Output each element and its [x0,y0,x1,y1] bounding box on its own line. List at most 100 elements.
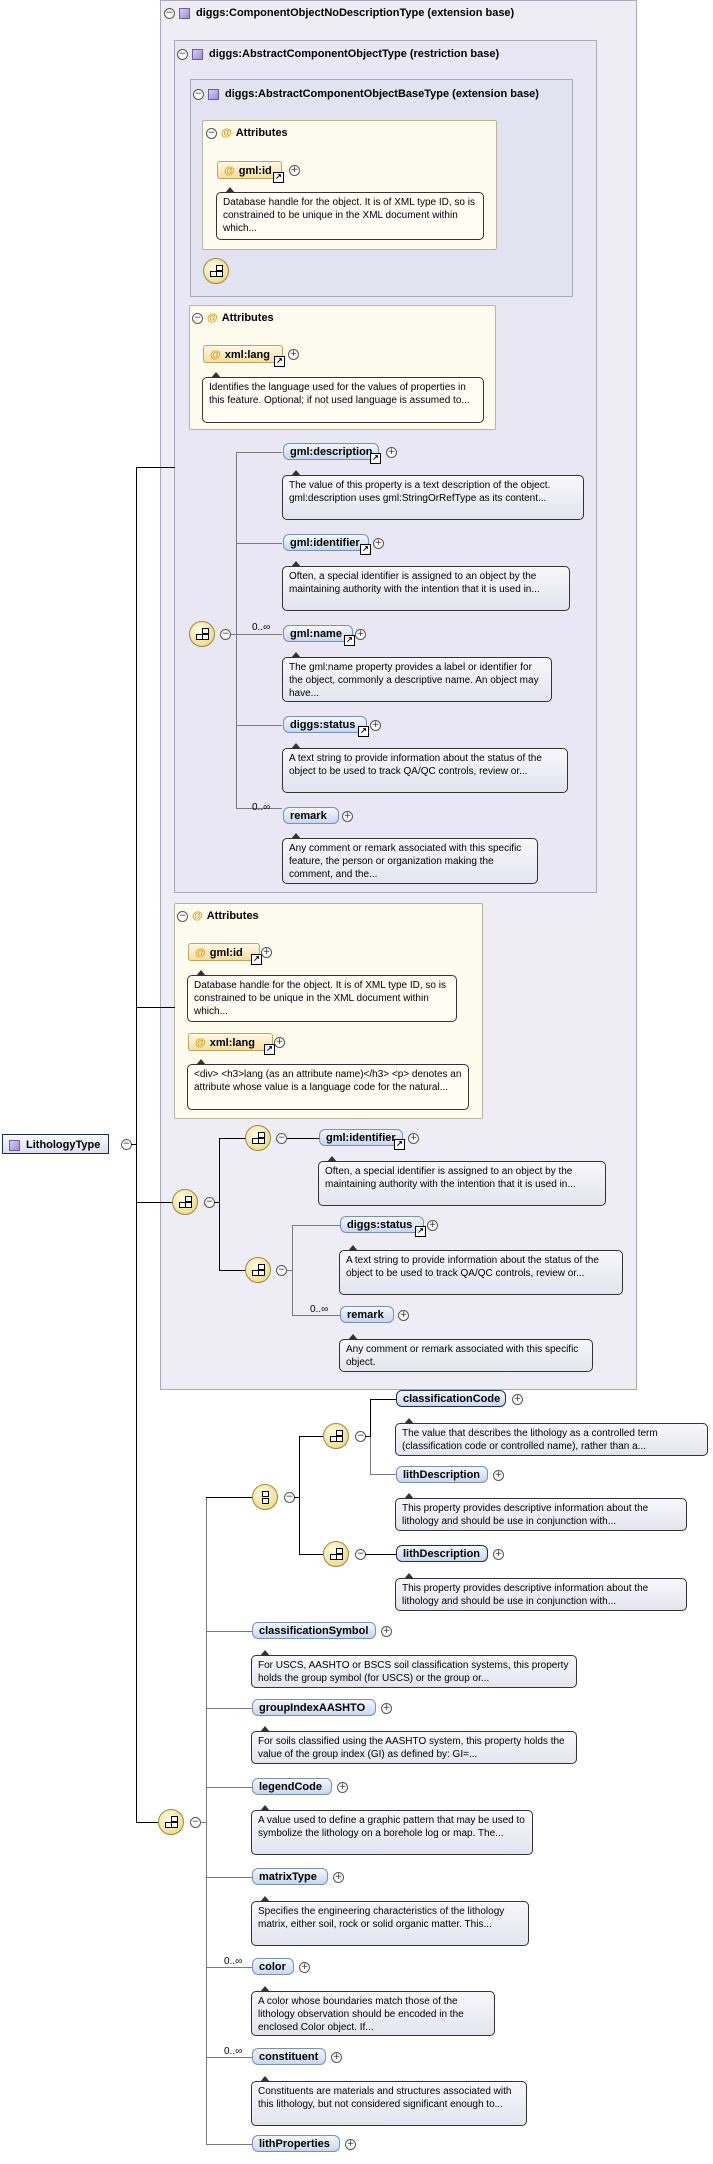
sequence-compositor-c2[interactable] [323,1541,349,1567]
sequence-icon [330,1548,343,1560]
element-doc: For USCS, AASHTO or BSCS soil classifica… [251,1650,577,1688]
expand-icon[interactable]: + [370,720,381,731]
element-remark[interactable]: remark [283,807,339,824]
element-group-index-aashto[interactable]: groupIndexAASHTO [252,1699,376,1716]
attributes-header-2[interactable]: −@Attributes [192,312,274,324]
collapse-icon[interactable]: − [276,1265,287,1276]
base-type-header-1[interactable]: −diggs:ComponentObjectNoDescriptionType … [164,7,515,19]
expand-icon[interactable]: + [493,1549,504,1560]
cardinality-label: 0..∞ [252,622,271,633]
expand-icon[interactable]: + [333,1872,344,1883]
element-classification-code[interactable]: classificationCode [396,1390,506,1407]
expand-icon[interactable]: + [408,1133,419,1144]
expand-icon[interactable]: + [381,1703,392,1714]
collapse-icon[interactable]: − [177,48,188,60]
collapse-icon[interactable]: − [192,312,203,324]
attribute-gml-id[interactable]: @gml:id ↗ [217,161,284,183]
link-icon: ↗ [358,726,369,737]
complex-type-icon [192,48,203,60]
link-icon: ↗ [344,635,355,646]
expand-icon[interactable]: + [261,947,272,958]
sequence-compositor-c[interactable] [158,1809,184,1835]
expand-icon[interactable]: + [427,1220,438,1231]
element-doc: The value that describes the lithology a… [395,1418,708,1456]
sequence-compositor-b2[interactable] [245,1257,271,1283]
base-type-header-2[interactable]: −diggs:AbstractComponentObjectType (rest… [177,48,500,60]
element-remark[interactable]: remark [340,1306,394,1323]
sequence-compositor-b1[interactable] [245,1125,271,1151]
element-doc: Often, a special identifier is assigned … [282,561,570,611]
element-constituent[interactable]: constituent [252,2048,326,2065]
element-lith-description[interactable]: lithDescription [396,1545,488,1562]
element-doc: The gml:name property provides a label o… [282,652,552,702]
sequence-icon [165,1816,178,1828]
element-lith-description[interactable]: lithDescription [396,1466,488,1483]
link-icon: ↗ [394,1139,405,1150]
element-doc: Often, a special identifier is assigned … [318,1156,606,1206]
element-doc: Constituents are materials and structure… [251,2076,527,2126]
expand-icon[interactable]: + [288,349,299,360]
attribute-xml-lang[interactable]: @xml:lang ↗ [203,345,285,367]
attribute-icon: @ [224,165,235,177]
complex-type-icon [208,88,219,100]
element-diggs-status[interactable]: diggs:status↗ [283,716,369,737]
expand-icon[interactable]: + [355,629,366,640]
complex-type-icon [179,7,190,19]
element-gml-identifier[interactable]: gml:identifier↗ [283,534,371,555]
expand-icon[interactable]: + [331,2052,342,2063]
choice-compositor[interactable] [252,1484,278,1510]
collapse-icon[interactable]: − [164,7,175,19]
expand-icon[interactable]: + [289,165,300,176]
expand-icon[interactable]: + [274,1037,285,1048]
element-doc: For soils classified using the AASHTO sy… [251,1726,577,1764]
link-icon: ↗ [274,356,285,367]
expand-icon[interactable]: + [381,1626,392,1637]
attribute-icon: @ [207,312,218,324]
sequence-icon [252,1264,265,1276]
sequence-compositor-1[interactable] [203,258,229,284]
collapse-icon[interactable]: − [177,910,188,922]
element-matrix-type[interactable]: matrixType [252,1868,328,1885]
expand-icon[interactable]: + [512,1394,523,1405]
expand-icon[interactable]: + [342,811,353,822]
expand-icon[interactable]: + [337,1782,348,1793]
collapse-icon[interactable]: − [220,629,231,640]
collapse-icon[interactable]: − [276,1133,287,1144]
element-doc: The value of this property is a text des… [282,470,584,520]
sequence-compositor-c1[interactable] [323,1423,349,1449]
root-complex-type[interactable]: LithologyType [2,1134,110,1154]
attribute-icon: @ [210,349,221,361]
element-gml-name[interactable]: gml:name↗ [283,625,355,646]
attribute-gml-id[interactable]: @gml:id ↗ [188,943,262,965]
element-lith-properties[interactable]: lithProperties [252,2135,340,2152]
link-icon: ↗ [251,954,262,965]
sequence-icon [330,1430,343,1442]
expand-icon[interactable]: + [386,447,397,458]
base-type-header-3[interactable]: −diggs:AbstractComponentObjectBaseType (… [193,88,539,100]
attributes-header-1[interactable]: −@Attributes [206,127,288,139]
element-diggs-status[interactable]: diggs:status↗ [340,1216,426,1237]
element-color[interactable]: color [252,1958,294,1975]
element-gml-description[interactable]: gml:description↗ [283,443,381,464]
attribute-icon: @ [195,1037,206,1049]
sequence-compositor-a[interactable] [189,621,215,647]
attribute-doc: Database handle for the object. It is of… [187,970,457,1022]
expand-icon[interactable]: + [345,2139,356,2150]
element-doc: A value used to define a graphic pattern… [251,1805,533,1855]
element-classification-symbol[interactable]: classificationSymbol [252,1622,376,1639]
link-icon: ↗ [360,544,371,555]
element-doc: A color whose boundaries match those of … [251,1986,495,2036]
attribute-xml-lang[interactable]: @xml:lang ↗ [188,1033,275,1055]
expand-icon[interactable]: + [398,1310,409,1321]
expand-icon[interactable]: + [493,1470,504,1481]
collapse-icon[interactable]: − [193,88,204,100]
link-icon: ↗ [264,1044,275,1055]
element-legend-code[interactable]: legendCode [252,1778,332,1795]
collapse-icon[interactable]: − [206,127,217,139]
element-gml-identifier[interactable]: gml:identifier↗ [319,1129,405,1150]
link-icon: ↗ [273,172,284,183]
expand-icon[interactable]: + [373,538,384,549]
attributes-header-3[interactable]: −@Attributes [177,910,259,922]
expand-icon[interactable]: + [299,1962,310,1973]
sequence-compositor-b[interactable] [172,1189,198,1215]
